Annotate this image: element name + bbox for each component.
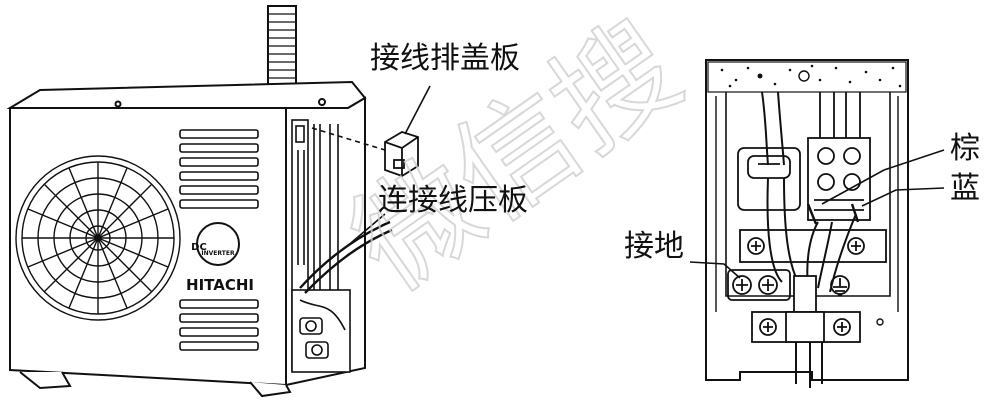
leader-blue — [861, 187, 945, 207]
dashed-guide — [311, 127, 386, 151]
fan-grille — [15, 155, 181, 321]
terminal-block — [807, 92, 871, 221]
unit-foot — [19, 371, 72, 390]
front-louvers — [179, 129, 259, 351]
outdoor-unit — [6, 5, 431, 398]
cable-clamp — [751, 275, 861, 343]
foam-speckles — [720, 64, 902, 88]
badge-top-text: DC — [191, 242, 207, 253]
label-ground: 接地 — [624, 229, 684, 264]
leader-cover — [404, 85, 431, 135]
dc-inverter-badge — [196, 222, 240, 266]
service-panel — [291, 119, 351, 373]
terminal-cover-part — [384, 131, 419, 177]
mounting-bracket — [739, 229, 887, 263]
label-blue: 蓝 — [950, 171, 980, 206]
label-clamp-plate: 连接线压板 — [378, 183, 528, 218]
unit-top-lid — [6, 80, 367, 109]
label-cover-plate: 接线排盖板 — [370, 41, 520, 76]
leader-clamp — [344, 213, 386, 249]
housing-screw-hole — [876, 318, 884, 326]
foam-hole — [798, 70, 810, 82]
foam-band — [707, 61, 907, 93]
wire-ends — [806, 203, 860, 225]
unit-front — [9, 107, 287, 387]
ground-symbol — [830, 275, 850, 295]
label-brown: 棕 — [950, 131, 980, 166]
cable-gland — [737, 147, 801, 211]
leader-brown — [821, 149, 945, 205]
unit-foot — [249, 381, 292, 398]
outgoing-cable — [795, 342, 823, 388]
lid-screw — [114, 100, 122, 108]
brand-logo-text: HITACHI — [186, 276, 254, 294]
terminal-box — [689, 59, 945, 388]
ground-terminals — [727, 269, 850, 301]
badge-bottom-text: INVERTER — [201, 250, 235, 257]
lid-screw — [318, 98, 326, 106]
leader-ground — [689, 261, 741, 279]
